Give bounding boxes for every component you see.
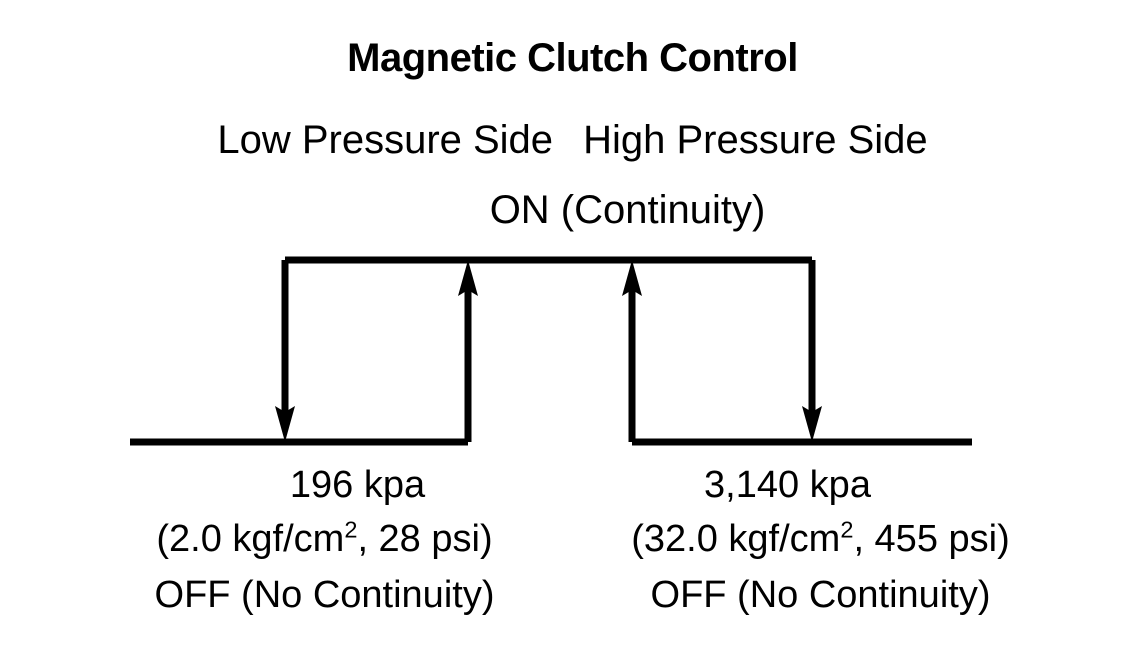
low-pressure-units: (2.0 kgf/cm2, 28 psi) [77,518,573,560]
page-title: Magnetic Clutch Control [347,36,798,80]
low-turn-on-arrowhead-up [458,260,478,296]
high-turn-on-arrowhead-up [622,260,642,296]
high-pressure-units: (32.0 kgf/cm2, 455 psi) [573,518,1069,560]
low-units-exponent: 2 [344,516,358,543]
low-pressure-value: 196 kpa [289,464,426,506]
pressure-units-row: (2.0 kgf/cm2, 28 psi) (32.0 kgf/cm2, 455… [0,518,1145,560]
high-turn-off-arrowhead-down [802,406,822,442]
high-off-state-label: OFF (No Continuity) [650,574,991,616]
clutch-waveform-diagram [0,240,1145,455]
low-units-suffix: , 28 psi) [357,518,493,560]
high-pressure-side-label: High Pressure Side [583,118,928,162]
waveform-svg [130,256,972,446]
low-units-prefix: (2.0 kgf/cm [156,518,345,560]
high-units-exponent: 2 [840,516,854,543]
side-labels-row: Low Pressure Side High Pressure Side [0,120,1145,160]
on-state-label: ON (Continuity) [489,188,766,232]
high-pressure-value: 3,140 kpa [704,464,871,506]
pressure-values-row: 196 kpa 3,140 kpa [0,466,1145,504]
low-off-state-label: OFF (No Continuity) [154,574,495,616]
high-units-prefix: (32.0 kgf/cm [631,518,841,560]
low-turn-off-arrowhead-down [275,406,295,442]
low-pressure-side-label: Low Pressure Side [217,118,554,162]
off-state-row: OFF (No Continuity) OFF (No Continuity) [0,576,1145,614]
high-units-suffix: , 455 psi) [853,518,1010,560]
